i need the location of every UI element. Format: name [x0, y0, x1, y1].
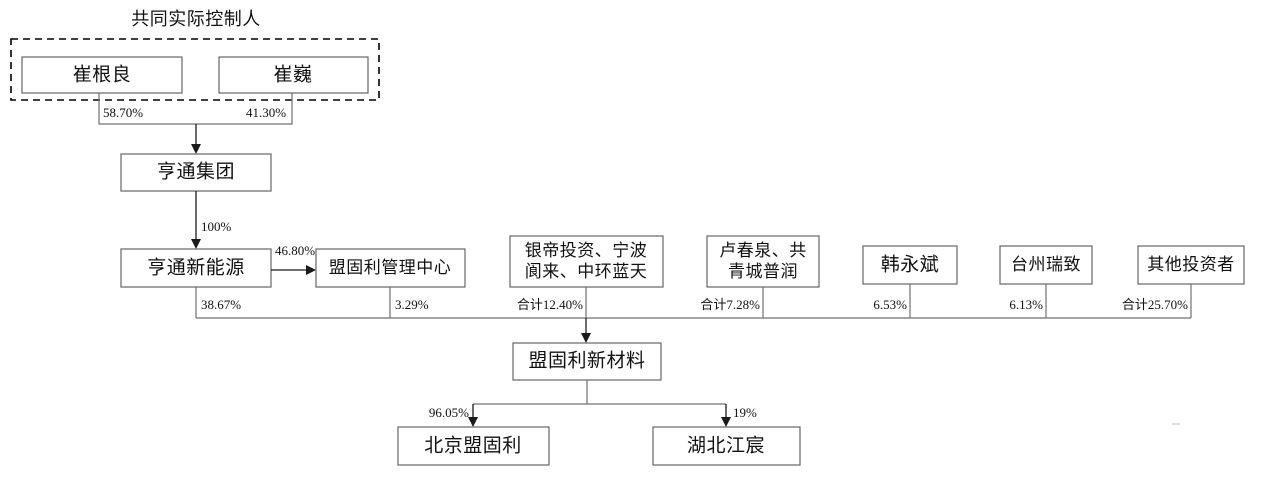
- entity-box-mgl-new-materials-rect: [512, 342, 662, 381]
- investor-box-yindi-rect: [509, 235, 664, 288]
- entity-label-hengtong-group: 亨通集团: [157, 160, 235, 182]
- controller-box-cui-wei-rect: [218, 56, 369, 94]
- pct-lu-chunquan-to-new-materials: 合计7.28%: [700, 297, 760, 312]
- controller-box-cui-wei[interactable]: 崔巍: [218, 56, 369, 94]
- investor-box-lu-chunquan-gongqingcheng[interactable]: 卢春泉、共 青城普润: [706, 235, 820, 288]
- pct-taizhou-ruizhi-to-new-materials: 6.13%: [1009, 297, 1043, 312]
- diagram-title: 共同实际控制人: [131, 9, 261, 29]
- controller-box-cui-genliang-rect: [21, 56, 183, 94]
- pct-new-materials-to-hubei-jiangchen: 19%: [733, 405, 757, 420]
- arrowhead-to-management-center: [306, 265, 316, 275]
- pct-other-investors-to-new-materials: 合计25.70%: [1122, 297, 1188, 312]
- entity-box-hengtong-group[interactable]: 亨通集团: [120, 153, 272, 192]
- pct-new-energy-to-new-materials: 38.67%: [201, 297, 241, 312]
- investor-box-taizhou-ruizhi[interactable]: 台州瑞致: [999, 245, 1093, 285]
- arrowhead-to-hubei-jiangchen: [721, 417, 731, 427]
- entity-box-hubei-jiangchen[interactable]: 湖北江宸: [652, 426, 801, 466]
- investor-box-han-yongbin-rect: [862, 245, 958, 285]
- pct-new-energy-to-management-center: 46.80%: [275, 243, 315, 258]
- entity-box-beijing-mgl-rect: [397, 426, 550, 466]
- pct-han-yongbin-to-new-materials: 6.53%: [873, 297, 907, 312]
- entity-box-hubei-jiangchen-rect: [652, 426, 801, 466]
- entity-label-mgl-management-center: 盟固利管理中心: [329, 258, 452, 277]
- entity-box-beijing-mgl[interactable]: 北京盟固利: [397, 426, 550, 466]
- pct-group-to-new-energy: 100%: [201, 219, 232, 234]
- investor-label-lu-chunquan-line2: 青城普润: [728, 262, 798, 281]
- investor-label-other-investors: 其他投资者: [1147, 255, 1235, 274]
- entity-label-hubei-jiangchen: 湖北江宸: [687, 434, 765, 456]
- controller-box-cui-genliang[interactable]: 崔根良: [21, 56, 183, 94]
- arrowhead-to-beijing-mgl: [468, 417, 478, 427]
- investor-label-taizhou-ruizhi: 台州瑞致: [1011, 255, 1081, 274]
- investor-box-taizhou-ruizhi-rect: [999, 245, 1093, 285]
- entity-box-hengtong-new-energy-rect: [120, 248, 272, 288]
- entity-label-beijing-mgl: 北京盟固利: [424, 434, 522, 456]
- pct-cui-genliang-to-group: 58.70%: [103, 105, 143, 120]
- investor-box-han-yongbin[interactable]: 韩永斌: [862, 245, 958, 285]
- pct-cui-wei-to-group: 41.30%: [246, 105, 286, 120]
- investor-label-yindi-line1: 银帝投资、宁波: [525, 241, 648, 260]
- entity-label-hengtong-new-energy: 亨通新能源: [147, 256, 245, 278]
- investor-box-other-investors[interactable]: 其他投资者: [1137, 245, 1245, 285]
- investor-label-lu-chunquan-line1: 卢春泉、共: [719, 241, 807, 260]
- arrowhead-to-mgl-new-materials: [581, 333, 591, 343]
- investor-label-yindi-line2: 阆来、中环蓝天: [525, 262, 648, 281]
- controller-label-cui-wei: 崔巍: [273, 63, 312, 85]
- entity-box-mgl-management-center-rect: [315, 248, 466, 288]
- entity-label-mgl-new-materials: 盟固利新材料: [528, 349, 645, 371]
- investor-box-other-investors-rect: [1137, 245, 1245, 285]
- pct-new-materials-to-beijing-mgl: 96.05%: [429, 405, 469, 420]
- entity-box-mgl-new-materials[interactable]: 盟固利新材料: [512, 342, 662, 381]
- entity-box-mgl-management-center[interactable]: 盟固利管理中心: [315, 248, 466, 288]
- pct-management-center-to-new-materials: 3.29%: [395, 297, 429, 312]
- controller-label-cui-genliang: 崔根良: [73, 63, 132, 85]
- investor-label-han-yongbin: 韩永斌: [881, 253, 940, 275]
- investor-box-yindi-ningbo-zhonghuan[interactable]: 银帝投资、宁波 阆来、中环蓝天: [509, 235, 664, 288]
- entity-box-hengtong-group-rect: [120, 153, 272, 192]
- investor-box-lu-chunquan-rect: [706, 235, 820, 288]
- entity-box-hengtong-new-energy[interactable]: 亨通新能源: [120, 248, 272, 288]
- pct-yindi-to-new-materials: 合计12.40%: [517, 297, 583, 312]
- arrowhead-to-hengtong-new-energy: [191, 239, 201, 249]
- joint-controllers-dashed-boundary: [10, 38, 380, 101]
- arrowhead-to-hengtong-group: [191, 144, 201, 154]
